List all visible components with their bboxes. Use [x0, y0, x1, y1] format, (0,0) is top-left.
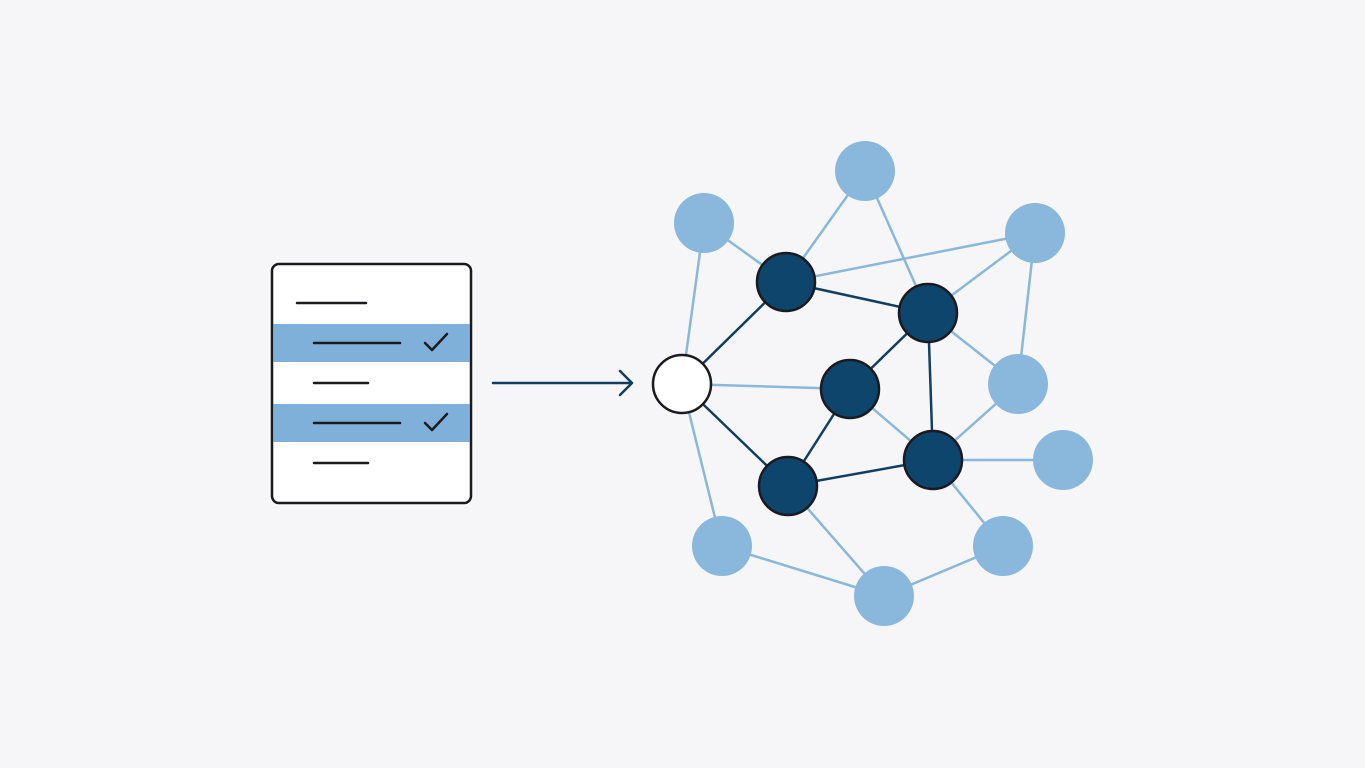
neighbor-node [1005, 203, 1065, 263]
neighbor-node [988, 354, 1048, 414]
neighbor-node [835, 141, 895, 201]
check-icon [423, 332, 449, 352]
arrow-head-icon [618, 369, 634, 397]
selected-node [757, 455, 819, 517]
neighbor-node [674, 193, 734, 253]
graph-edge-weak [784, 231, 1037, 284]
check-icon [423, 412, 449, 432]
checklist-document [270, 262, 473, 505]
selected-node [819, 358, 881, 420]
checklist-row [273, 324, 470, 362]
graph-nodes [651, 141, 1093, 626]
checklist-row [273, 404, 470, 442]
selected-node [755, 251, 817, 313]
neighbor-node [854, 566, 914, 626]
query-node [651, 353, 713, 415]
selected-node [897, 282, 959, 344]
neighbor-node [973, 516, 1033, 576]
checklist-frame [270, 262, 473, 505]
neighbor-node [692, 516, 752, 576]
neighbor-node [1033, 430, 1093, 490]
selected-node [902, 429, 964, 491]
flow-arrow [491, 369, 634, 397]
checklist-rows [273, 301, 470, 465]
knowledge-graph [651, 141, 1093, 626]
